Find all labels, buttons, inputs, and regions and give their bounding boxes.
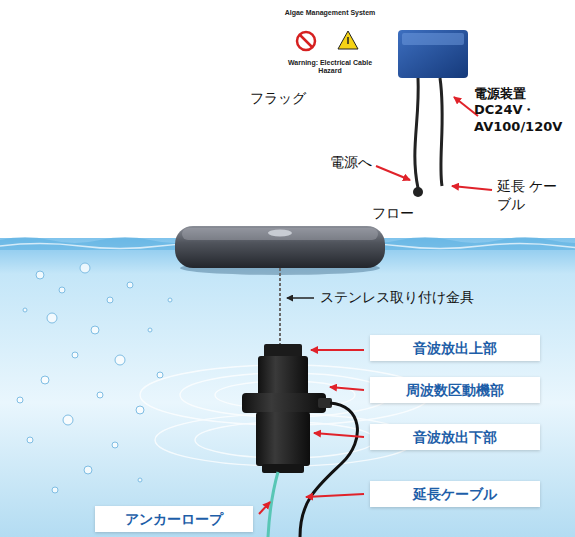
part-name: アンカーロープ xyxy=(125,510,223,528)
flag-text: Algae Management System xyxy=(284,9,376,17)
bracket-label: ステンレス取り付け金具 xyxy=(320,289,474,307)
part-name: 音波放出下部 xyxy=(413,428,497,446)
part-name: 音波放出上部 xyxy=(413,339,497,357)
cable-label: 延長 ケーブル xyxy=(497,178,561,213)
part-label-box: 延長ケーブル xyxy=(370,481,540,507)
flag-text: Warning: Electrical Cable Hazard xyxy=(284,59,376,75)
power-label: 電源へ xyxy=(330,154,372,172)
flag-label: フラッグ xyxy=(250,90,306,108)
part-label-box: 周波数区動機部 xyxy=(370,377,540,403)
part-name: 延長ケーブル xyxy=(413,485,497,503)
part-label-box: 音波放出下部 xyxy=(370,424,540,450)
part-label-box: 音波放出上部 xyxy=(370,335,540,361)
power-supply-label: 電源装置 DC24V・ AV100/120V xyxy=(474,86,570,135)
flag-card: Algae Management SystemWarning: Electric… xyxy=(282,8,378,76)
float-label: フロー xyxy=(372,205,414,223)
part-label-box: アンカーロープ xyxy=(95,506,253,532)
part-name: 周波数区動機部 xyxy=(406,381,504,399)
